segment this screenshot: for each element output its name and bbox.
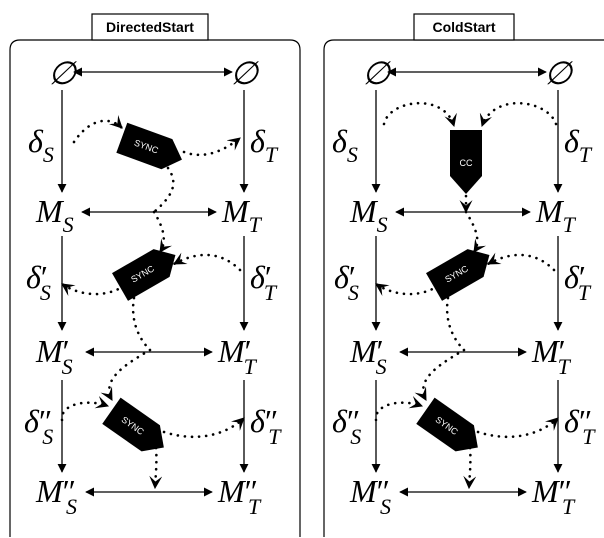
panel-cold-start: ColdStart ∅ ∅ δS δT MS MT δ′S δ′T M′S M′… (323, 13, 604, 537)
dotted-flow (382, 101, 457, 128)
delta-s-double-prime: δ″S (24, 403, 53, 449)
model-s: MS (349, 193, 388, 237)
sync-operator: SYNC (416, 397, 478, 452)
model-s-prime: M′S (349, 333, 387, 379)
cc-operator: CC (450, 130, 482, 194)
panel-title-box (413, 13, 515, 41)
empty-set-target: ∅ (230, 55, 260, 91)
sync-operator: SYNC (112, 249, 176, 301)
dotted-flow (479, 101, 558, 128)
empty-set-target: ∅ (544, 55, 574, 91)
model-t-prime: M′T (217, 333, 258, 379)
delta-t-double-prime: δ″T (250, 403, 282, 449)
empty-set-source: ∅ (48, 55, 78, 91)
delta-s-double-prime: δ″S (332, 403, 361, 449)
panel-directed-start: DirectedStart ∅ ∅ δS δT MS MT δ′S δ′T M′… (9, 13, 301, 537)
empty-set-source: ∅ (362, 55, 392, 91)
dotted-flow (131, 296, 152, 352)
panel-title: ColdStart (433, 19, 496, 35)
dotted-flow (72, 114, 124, 144)
dotted-flow (463, 446, 477, 490)
sync-operator: SYNC (116, 122, 182, 170)
sync-operator: SYNC (426, 249, 490, 301)
dotted-flow (100, 348, 152, 402)
delta-s: δS (332, 123, 358, 167)
dotted-flow (414, 348, 466, 402)
dotted-flow (374, 282, 440, 297)
dotted-flow (486, 252, 556, 272)
dotted-flow (464, 210, 487, 254)
dotted-flow (162, 416, 246, 439)
delta-t-double-prime: δ″T (564, 403, 596, 449)
delta-t: δT (250, 123, 279, 167)
dotted-flow (182, 136, 242, 157)
delta-s-prime: δ′S (334, 259, 359, 305)
model-t-prime: M′T (531, 333, 572, 379)
sync-operator: SYNC (102, 397, 164, 452)
model-s-prime: M′S (35, 333, 73, 379)
delta-t-prime: δ′T (564, 259, 592, 305)
model-s-double-prime: M″S (349, 473, 391, 519)
model-t-double-prime: M″T (217, 473, 262, 519)
panel-frame (323, 39, 604, 537)
delta-s-prime: δ′S (26, 259, 51, 305)
model-t-double-prime: M″T (531, 473, 576, 519)
panel-title: DirectedStart (106, 19, 194, 35)
model-t: MT (535, 193, 577, 237)
dotted-flow (445, 296, 466, 352)
dotted-flow (374, 395, 424, 422)
model-s: MS (35, 193, 74, 237)
dotted-flow (152, 210, 173, 254)
delta-t: δT (564, 123, 593, 167)
dotted-flow (60, 282, 126, 297)
dotted-flow (476, 416, 560, 439)
delta-t-prime: δ′T (250, 259, 278, 305)
dotted-flow (172, 252, 242, 272)
svg-text:CC: CC (460, 158, 473, 168)
model-t: MT (221, 193, 263, 237)
dotted-flow (152, 166, 175, 214)
delta-s: δS (28, 123, 54, 167)
model-s-double-prime: M″S (35, 473, 77, 519)
dotted-flow (60, 395, 110, 422)
dotted-flow (149, 446, 163, 490)
panel-title-box (91, 13, 209, 41)
